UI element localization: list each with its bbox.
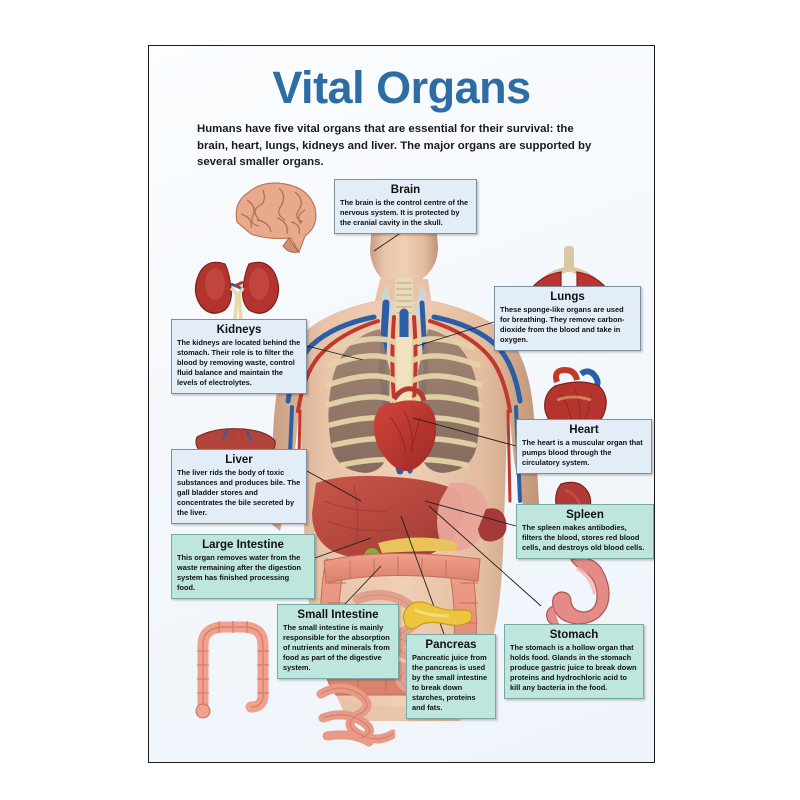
box-desc-large-intestine: This organ removes water from the waste …: [177, 553, 302, 593]
box-desc-kidneys: The kidneys are located behind the stoma…: [177, 338, 301, 388]
pancreas-illustration: [397, 596, 477, 640]
brain-illustration: [227, 176, 323, 258]
stomach-illustration: [541, 554, 625, 632]
box-desc-pancreas: Pancreatic juice from the pancreas is us…: [412, 653, 488, 712]
box-desc-liver: The liver rids the body of toxic substan…: [177, 468, 301, 518]
vital-organs-poster: Vital Organs Humans have five vital orga…: [148, 45, 655, 763]
box-title-heart: Heart: [569, 424, 599, 436]
info-box-pancreas[interactable]: Pancreas Pancreatic juice from the pancr…: [406, 634, 496, 719]
box-title-liver: Liver: [225, 454, 253, 466]
box-title-lungs: Lungs: [550, 291, 585, 303]
info-box-large-intestine[interactable]: Large Intestine This organ removes water…: [171, 534, 315, 600]
intro-paragraph: Humans have five vital organs that are e…: [197, 123, 592, 169]
page-title: Vital Organs: [272, 62, 531, 113]
small-intestine-illustration: [309, 676, 395, 750]
box-title-spleen: Spleen: [566, 509, 604, 521]
box-title-small-intestine: Small Intestine: [297, 609, 379, 621]
info-box-lungs[interactable]: Lungs These sponge-like organs are used …: [494, 286, 641, 352]
connector-lines: [306, 229, 542, 635]
box-title-kidneys: Kidneys: [216, 324, 262, 336]
box-desc-stomach: The stomach is a hollow organ that holds…: [510, 643, 637, 693]
box-title-large-intestine: Large Intestine: [202, 539, 284, 551]
box-title-stomach: Stomach: [549, 629, 599, 641]
box-desc-lungs: These sponge-like organs are used for br…: [500, 305, 625, 345]
info-box-liver[interactable]: Liver The liver rids the body of toxic s…: [171, 449, 307, 524]
box-desc-small-intestine: The small intestine is mainly responsibl…: [283, 623, 390, 673]
box-desc-brain: The brain is the control centre of the n…: [340, 198, 469, 228]
info-box-heart[interactable]: Heart The heart is a muscular organ that…: [516, 419, 652, 475]
large-intestine-illustration: [181, 611, 285, 719]
info-box-stomach[interactable]: Stomach The stomach is a hollow organ th…: [504, 624, 644, 699]
kidneys-illustration: [187, 254, 287, 324]
box-desc-spleen: The spleen makes antibodies, filters the…: [522, 523, 645, 553]
info-box-spleen[interactable]: Spleen The spleen makes antibodies, filt…: [516, 504, 654, 560]
box-desc-heart: The heart is a muscular organ that pumps…: [522, 438, 643, 468]
info-box-small-intestine[interactable]: Small Intestine The small intestine is m…: [277, 604, 399, 679]
info-box-brain[interactable]: Brain The brain is the control centre of…: [334, 179, 477, 235]
box-title-pancreas: Pancreas: [425, 639, 477, 651]
info-box-kidneys[interactable]: Kidneys The kidneys are located behind t…: [171, 319, 307, 394]
box-title-brain: Brain: [390, 184, 421, 196]
